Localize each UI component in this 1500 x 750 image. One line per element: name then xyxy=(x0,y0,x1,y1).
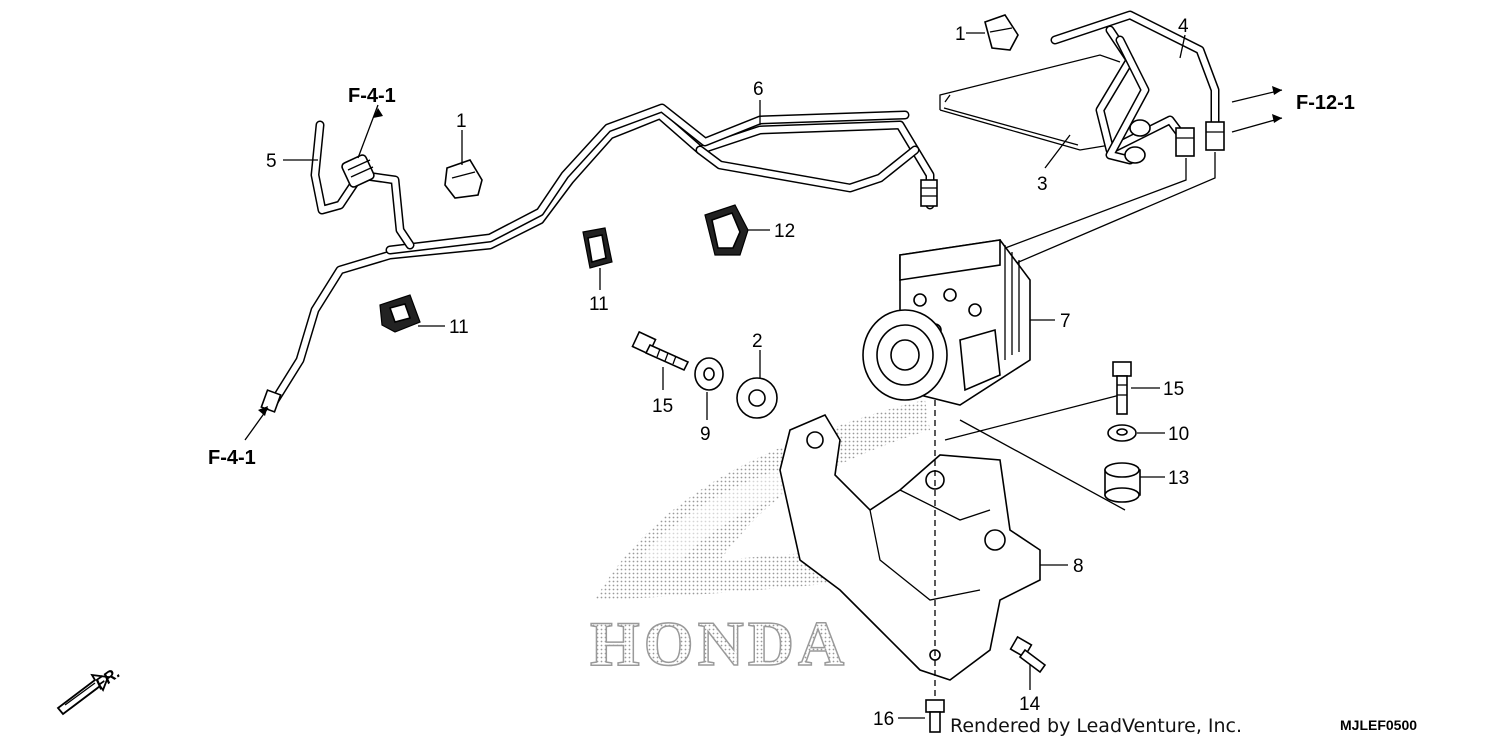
ref-f-4-1-top[interactable]: F-4-1 xyxy=(348,85,396,107)
ref-arrows xyxy=(258,86,1283,416)
clamp-1-left[interactable] xyxy=(444,159,483,199)
callout-labels: 1 1 2 3 4 5 6 7 8 9 10 11 11 12 13 14 15… xyxy=(266,16,1189,730)
bolt-14[interactable] xyxy=(1009,635,1047,674)
callout-8: 8 xyxy=(1073,556,1084,577)
callout-7: 7 xyxy=(1060,311,1071,332)
callout-11-center: 11 xyxy=(589,294,609,315)
callout-5: 5 xyxy=(266,151,277,172)
abs-modulator-7[interactable] xyxy=(862,239,1031,406)
bolt-15-left[interactable] xyxy=(631,330,690,372)
watermark-text: HONDA xyxy=(590,608,848,679)
washer-9[interactable] xyxy=(694,357,724,391)
callout-13: 13 xyxy=(1168,468,1189,489)
bolt-15-right[interactable] xyxy=(1112,361,1132,415)
callout-15-left: 15 xyxy=(652,396,673,417)
brake-pipe-6[interactable] xyxy=(260,103,938,413)
credit-text: Rendered by LeadVenture, Inc. xyxy=(950,715,1242,737)
callout-1-top: 1 xyxy=(955,24,966,45)
brake-hose-5[interactable] xyxy=(310,120,415,250)
callout-12: 12 xyxy=(774,221,795,242)
washer-10[interactable] xyxy=(1107,424,1137,442)
callout-4: 4 xyxy=(1178,16,1189,37)
grommet-13[interactable] xyxy=(1104,462,1141,503)
grommet-2[interactable] xyxy=(736,377,778,419)
bracket-8[interactable] xyxy=(779,413,1041,681)
ref-f-12-1[interactable]: F-12-1 xyxy=(1296,92,1355,114)
brake-pipe-3[interactable] xyxy=(939,54,1121,151)
callout-16: 16 xyxy=(873,709,894,730)
callout-1-left: 1 xyxy=(456,111,467,132)
ref-f-4-1-bottom[interactable]: F-4-1 xyxy=(208,447,256,469)
brake-pipe-4[interactable] xyxy=(1050,10,1225,165)
callout-14: 14 xyxy=(1019,694,1041,715)
callout-2: 2 xyxy=(752,331,763,352)
bolt-16[interactable] xyxy=(925,699,945,733)
callout-11-left: 11 xyxy=(449,317,469,338)
clamp-12[interactable] xyxy=(704,204,749,256)
callout-9: 9 xyxy=(700,424,711,445)
callout-15-right: 15 xyxy=(1163,379,1184,400)
diagram-code: MJLEF0500 xyxy=(1340,717,1417,733)
clamp-11-center[interactable] xyxy=(582,227,613,269)
callout-10: 10 xyxy=(1168,424,1189,445)
leader-lines xyxy=(244,32,1186,719)
callout-3: 3 xyxy=(1037,174,1048,195)
callout-6: 6 xyxy=(753,79,764,100)
front-direction-indicator: FR. xyxy=(56,665,123,716)
clamp-11-left[interactable] xyxy=(379,294,421,333)
clamp-1-top[interactable] xyxy=(984,14,1019,51)
